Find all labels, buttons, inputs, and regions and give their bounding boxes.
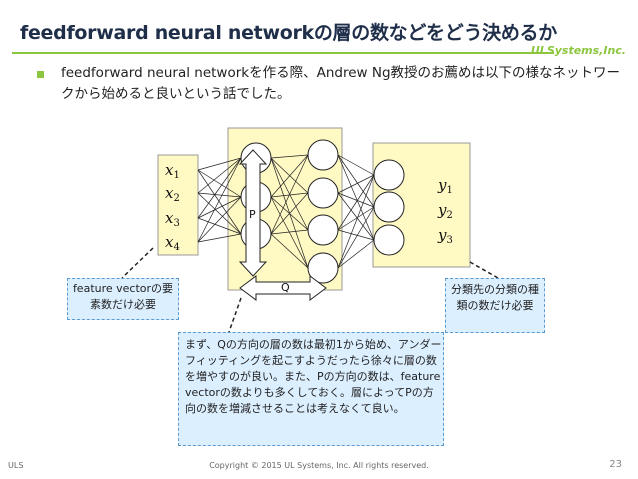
callout-classes: 分類先の分類の種類の数だけ必要: [445, 278, 545, 333]
edge: [270, 229, 309, 235]
pointer-feature: [121, 247, 154, 279]
output-node: [373, 191, 405, 223]
edge: [270, 196, 309, 269]
pointer-advice: [228, 297, 242, 333]
brand-logo: ULSystems,Inc.: [530, 44, 626, 57]
q-arrow: [239, 275, 327, 301]
edge: [197, 217, 242, 235]
edge: [270, 154, 309, 159]
edge: [197, 196, 242, 219]
edge: [197, 157, 242, 171]
edge: [270, 154, 309, 235]
edge: [197, 157, 242, 194]
bullet-text: feedforward neural networkを作る際、Andrew Ng…: [61, 65, 621, 102]
edge: [270, 154, 309, 198]
edge: [197, 169, 242, 198]
hidden-node-layer2: [307, 177, 339, 209]
edge: [337, 154, 375, 241]
callout-advice: まず、Qの方向の層の数は最初1から始め、アンダーフィッティングを起こすようだった…: [178, 332, 444, 446]
p-label: P: [249, 208, 256, 221]
edge: [197, 157, 242, 243]
edge: [337, 229, 375, 241]
page-number: 23: [609, 459, 622, 470]
pointer-classes: [469, 261, 499, 279]
hidden-node-layer2: [307, 139, 339, 171]
hidden-node-layer2: [307, 214, 339, 246]
p-arrow: [238, 149, 268, 277]
edge: [337, 174, 375, 269]
edge: [337, 206, 375, 269]
edge: [337, 174, 375, 231]
edge: [337, 154, 375, 176]
edge: [337, 154, 375, 208]
footer-left: ULS: [8, 461, 24, 470]
bullet-square-icon: [37, 71, 44, 78]
edge: [197, 196, 242, 243]
edge: [197, 157, 242, 219]
hidden-node-layer2: [307, 252, 339, 284]
output-node: [373, 224, 405, 256]
edge: [197, 233, 242, 243]
q-label: Q: [281, 281, 290, 294]
edge: [270, 233, 309, 269]
edge: [337, 192, 375, 241]
output-node: [373, 159, 405, 191]
edge: [337, 206, 375, 231]
edge: [270, 192, 309, 235]
input-box: [157, 154, 199, 256]
connections: [197, 154, 375, 269]
edge: [197, 192, 242, 235]
callout-feature-vector: feature vectorの要素数だけ必要: [67, 278, 179, 320]
edge: [197, 169, 242, 235]
title-underline: [12, 52, 554, 54]
edge: [197, 192, 242, 198]
edge: [337, 192, 375, 208]
footer-copyright: Copyright © 2015 UL Systems, Inc. All ri…: [209, 461, 429, 470]
edge: [337, 239, 375, 269]
edge: [337, 174, 375, 194]
slide-title: feedforward neural networkの層の数などをどう決めるか: [20, 22, 557, 44]
